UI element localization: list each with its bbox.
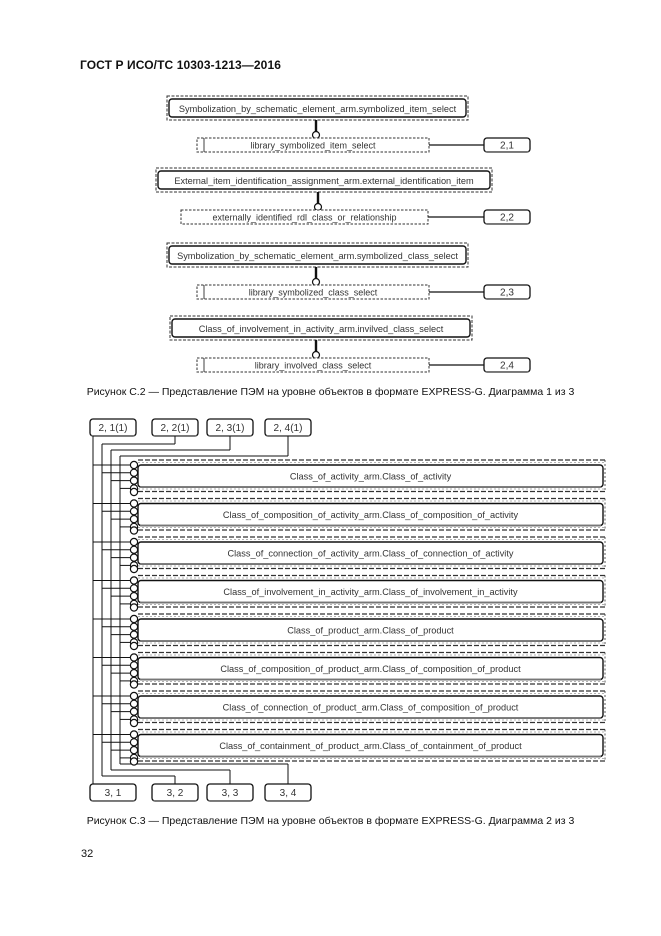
subtype-circle-icon [129, 564, 139, 574]
supertype-circle-icon [313, 202, 323, 212]
subtype-circle-icon [129, 745, 139, 755]
select-type-box [196, 357, 430, 373]
subtype-circle-icon [129, 630, 139, 639]
subtype-circle-icon [129, 738, 139, 747]
subtype-circle-icon [129, 499, 139, 508]
supertype-circle-icon [311, 277, 321, 287]
entity-name: Class_of_activity_arm.Class_of_activity [290, 472, 452, 482]
entity-name: Symbolization_by_schematic_element_arm.s… [177, 251, 458, 261]
subtype-circle-icon [129, 661, 139, 670]
page-reference-shadow [485, 151, 529, 153]
entity-name: Symbolization_by_schematic_element_arm.s… [179, 104, 457, 114]
supertype-circle-icon [311, 130, 321, 140]
select-type-box [196, 137, 430, 153]
entity-name: Class_of_connection_of_activity_arm.Clas… [228, 549, 514, 559]
subtype-circle-icon [129, 622, 139, 632]
subtype-circle-icon [129, 668, 139, 678]
subtype-circle-icon [129, 476, 139, 485]
entity-dashed-frame [169, 315, 473, 341]
select-type-name: library_symbolized_class_select [249, 288, 378, 298]
subtype-circle-icon [129, 641, 139, 651]
subtype-circle-icon [129, 460, 139, 470]
entity-box-shadow [140, 525, 601, 527]
page-reference-label: 2, 1(1) [99, 423, 128, 434]
supertype-circle-icon [311, 350, 321, 360]
subtype-circle-icon [129, 614, 139, 624]
page-reference-shadow [153, 800, 197, 802]
entity-box-shadow [140, 679, 601, 681]
entity-name: Class_of_containment_of_product_arm.Clas… [219, 741, 522, 751]
entity-dashed-frame [166, 95, 469, 121]
subtype-circle-icon [129, 680, 139, 689]
subtype-circle-icon [129, 757, 139, 766]
select-type-box [196, 284, 430, 300]
page-reference-label: 2, 3(1) [216, 423, 245, 434]
page-reference-label: 2, 4(1) [274, 423, 303, 434]
subtype-circle-icon [129, 545, 139, 555]
subtype-circle-icon [129, 514, 139, 524]
page-reference-shadow [208, 800, 252, 802]
entity-box [168, 98, 467, 118]
entity-name: Class_of_composition_of_activity_arm.Cla… [223, 510, 519, 520]
page-reference-label: 2,3 [500, 288, 514, 299]
entity-name: Class_of_composition_of_product_arm.Clas… [220, 664, 521, 674]
select-type-name: library_involved_class_select [255, 361, 372, 371]
page-reference-shadow [153, 435, 197, 437]
entity-box-shadow [140, 486, 601, 488]
page-reference-shadow [485, 223, 529, 225]
page-reference-label: 2, 2(1) [161, 423, 190, 434]
page-reference-shadow [485, 298, 529, 300]
subtype-circle-icon [129, 653, 139, 662]
entity-dashed-frame [155, 167, 493, 193]
page-reference-shadow [208, 435, 252, 437]
page-number: 32 [81, 848, 94, 860]
document-header: ГОСТ Р ИСО/ТС 10303-1213—2016 [80, 58, 281, 72]
page-reference-label: 3, 3 [222, 788, 239, 799]
page-reference-shadow [485, 371, 529, 373]
subtype-circle-icon [129, 507, 139, 516]
page-reference-label: 2,1 [500, 141, 514, 152]
subtype-circle-icon [129, 691, 139, 701]
subtype-circle-icon [129, 707, 139, 716]
subtype-circle-icon [129, 553, 139, 562]
entity-box-shadow [140, 563, 601, 565]
entity-name: Class_of_product_arm.Class_of_product [287, 626, 454, 636]
entity-name: External_item_identification_assignment_… [174, 176, 474, 186]
page-reference-label: 3, 1 [105, 788, 122, 799]
page-reference-shadow [91, 800, 135, 802]
subtype-circle-icon [129, 584, 139, 593]
entity-dashed-frame [166, 242, 469, 268]
subtype-circle-icon [129, 591, 139, 601]
entity-box-shadow [140, 602, 601, 604]
entity-box [157, 170, 491, 190]
subtype-circle-icon [129, 576, 139, 585]
subtype-circle-icon [129, 718, 139, 728]
figure-c2-caption: Рисунок С.2 — Представление ПЭМ на уровн… [86, 386, 575, 398]
entity-name: Class_of_involvement_in_activity_arm.inv… [199, 324, 444, 334]
entity-box [171, 318, 471, 338]
page-reference-label: 3, 4 [280, 788, 297, 799]
figure-c3-caption: Рисунок С.3 — Представление ПЭМ на уровн… [86, 815, 575, 827]
entity-name: Class_of_involvement_in_activity_arm.Cla… [223, 587, 518, 597]
entity-box-shadow [140, 717, 601, 719]
select-type-name: library_symbolized_item_select [250, 141, 376, 151]
subtype-circle-icon [129, 699, 139, 709]
select-type-name: externally_identified_rdl_class_or_relat… [212, 213, 396, 223]
page-reference-shadow [266, 435, 310, 437]
page-reference-label: 2,4 [500, 361, 514, 372]
subtype-circle-icon [129, 603, 139, 612]
entity-box [168, 245, 467, 265]
page-reference-label: 3, 2 [167, 788, 184, 799]
page-reference-shadow [266, 800, 310, 802]
subtype-circle-icon [129, 468, 139, 477]
page-reference-shadow [91, 435, 135, 437]
page-reference-label: 2,2 [500, 213, 514, 224]
entity-box-shadow [140, 756, 601, 758]
entity-box-shadow [140, 640, 601, 642]
subtype-circle-icon [129, 730, 139, 739]
subtype-circle-icon [129, 487, 139, 497]
subtype-circle-icon [129, 537, 139, 547]
subtype-circle-icon [129, 526, 139, 535]
entity-name: Class_of_connection_of_product_arm.Class… [223, 703, 519, 713]
